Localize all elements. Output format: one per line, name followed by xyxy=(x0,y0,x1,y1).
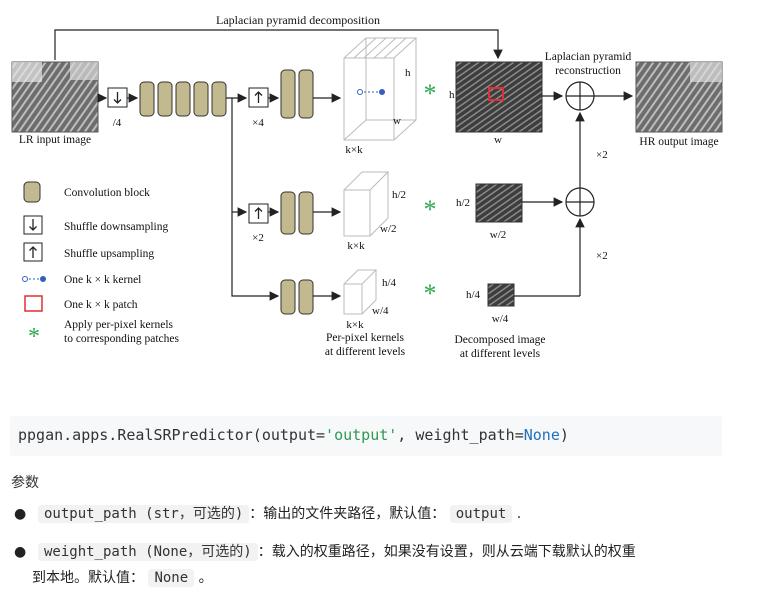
x2-right-1: ×2 xyxy=(596,149,608,161)
params-title: 参数 xyxy=(11,475,39,491)
code-suffix: ) xyxy=(559,426,569,444)
param-end: 。 xyxy=(198,570,213,586)
code-block: ppgan.apps.RealSRPredictor(output='outpu… xyxy=(10,416,722,456)
decomp-label-1: Decomposed image xyxy=(454,334,545,346)
x4-label: ×4 xyxy=(252,117,264,129)
kernel-volume-level2 xyxy=(343,171,390,237)
h4-label: h/4 xyxy=(382,277,397,289)
svg-text:*: * xyxy=(28,324,40,350)
apply-asterisk-3: * xyxy=(424,279,437,308)
param-description: ：载入的权重路径，如果没有设置，则从云端下载默认的权重 xyxy=(257,544,636,560)
h-label: h xyxy=(405,67,411,79)
w2-img-label: w/2 xyxy=(490,229,507,241)
div4-label: /4 xyxy=(113,117,122,129)
x2-right-2: ×2 xyxy=(596,250,608,262)
param-end: . xyxy=(516,506,522,522)
decomposition-arrow xyxy=(54,29,503,60)
param-default-code: output xyxy=(449,505,513,523)
patch-highlight xyxy=(488,87,504,101)
code-none-keyword: None xyxy=(523,426,560,444)
bullet-icon: ● xyxy=(14,544,27,560)
decomp-label-2: at different levels xyxy=(460,348,541,360)
kernel-volume-level1 xyxy=(343,37,418,141)
apply-asterisk-1: * xyxy=(424,79,437,108)
decomposed-image-level1 xyxy=(455,61,543,133)
kernels-label-1: Per-pixel kernels xyxy=(326,332,405,344)
legend-up: Shuffle upsampling xyxy=(64,248,154,260)
param-default-code: None xyxy=(148,569,195,587)
h2-label: h/2 xyxy=(392,189,406,201)
legend-apply-1: Apply per-pixel kernels xyxy=(64,319,174,331)
apply-asterisk-2: * xyxy=(424,195,437,224)
param-description: ：输出的文件夹路径，默认值： xyxy=(249,506,446,522)
top-label: Laplacian pyramid decomposition xyxy=(216,13,380,27)
h2-img-label: h/2 xyxy=(456,197,470,209)
w4-label: w/4 xyxy=(372,305,389,317)
recon-label-2: reconstruction xyxy=(555,65,621,77)
legend-apply-2: to corresponding patches xyxy=(64,333,179,345)
w2-label: w/2 xyxy=(380,223,397,235)
legend-patch: One k × k patch xyxy=(64,299,138,311)
conv-block-group xyxy=(139,81,227,117)
legend-kernel: One k × k kernel xyxy=(64,274,141,286)
decomposed-image-level2 xyxy=(475,183,523,223)
legend: Convolution block Shuffle downsampling S… xyxy=(22,181,179,350)
code-prefix: ppgan.apps.RealSRPredictor(output= xyxy=(18,426,326,444)
kernel-volume-level3 xyxy=(343,269,378,315)
architecture-diagram: Laplacian pyramid decomposition LR input… xyxy=(11,13,723,360)
hr-label: HR output image xyxy=(639,136,718,148)
recon-label-1: Laplacian pyramid xyxy=(545,51,632,63)
kxk3-label: k×k xyxy=(346,319,364,331)
x2-label: ×2 xyxy=(252,232,264,244)
code-mid: , weight_path= xyxy=(397,426,524,444)
bullet-icon: ● xyxy=(14,506,27,522)
legend-conv: Convolution block xyxy=(64,187,150,199)
lr-label: LR input image xyxy=(19,134,91,146)
w4-img-label: w/4 xyxy=(492,313,509,325)
legend-down: Shuffle downsampling xyxy=(64,221,168,233)
param-name-code: output_path (str，可选的) xyxy=(38,505,250,523)
kxk2-label: k×k xyxy=(347,240,365,252)
param-name-code: weight_path (None，可选的) xyxy=(38,543,258,561)
decomposed-image-level3 xyxy=(487,283,515,307)
w-img-label: w xyxy=(494,134,502,146)
code-output-string: 'output' xyxy=(325,426,398,444)
h4-img-label: h/4 xyxy=(466,289,481,301)
kernels-label-2: at different levels xyxy=(325,346,406,358)
param-description-line2: 到本地。默认值： xyxy=(32,570,144,586)
kxk-label: k×k xyxy=(345,144,363,156)
h-img-label: h xyxy=(449,89,455,101)
w-label: w xyxy=(393,115,401,127)
